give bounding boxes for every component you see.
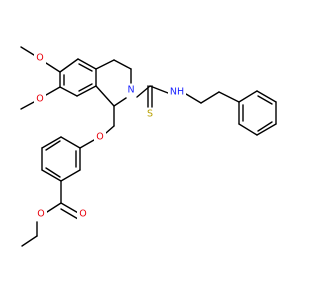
bond-c4-c3 [113,59,132,70]
bond-a5-c4 [95,59,115,70]
molecule-structure: O O N S NH O O O [0,0,300,300]
atom-labels: O O N S NH O O O [34,52,186,220]
nitrogen-ring: N [125,84,137,96]
bond-a5-a6-inner [78,63,93,72]
bond-b-inner-2 [45,167,61,178]
bond-a3-a4 [76,85,97,97]
bond-b-inner-3 [45,140,61,151]
bond-ch2-oether [105,125,115,134]
bond-cthio-nh [149,85,169,94]
bond-ph5-ph6 [256,90,277,103]
bond-n-c1 [113,97,127,107]
bond-oether-b1 [79,139,95,149]
oxygen-ether: O [94,131,106,143]
oxygen-label: O [79,209,86,220]
bond-ccarbonyl-osingle [46,202,62,213]
bond-ch2-ph [218,91,240,103]
sulfur-thio: S [144,108,156,120]
bond-b3-b4 [41,169,62,182]
sulfur-label: S [147,109,153,120]
oxygen-ester-carbonyl: O [77,208,89,220]
bond-nh-ch2 [185,93,202,104]
oxygen-label: O [37,209,44,220]
bond-ph-inner-2 [257,121,273,132]
amine-nh: NH [168,86,186,98]
bond-ccarbonyl-o-b [60,208,79,220]
bond-ph-inner-3 [257,95,273,105]
bond-o1-ring [45,62,61,73]
bond-b6-b1 [60,136,81,149]
bond-b2-b3 [60,169,81,182]
bond-b5-b6 [41,136,62,149]
amine-label: NH [170,87,184,98]
oxygen-label: O [96,132,103,143]
bond-a3-a4-inner [78,83,93,92]
bond-a2-a3 [59,86,78,97]
oxygen-label: O [36,94,43,105]
oxygen-ester-single: O [35,208,47,220]
bond-c1-a4 [95,85,115,107]
bond-o2-ring [45,86,61,96]
bond-methyl-o1 [20,46,35,56]
bond-ph2-ph3 [238,123,258,136]
bond-methyl-o2 [20,101,35,110]
bonds [20,46,277,247]
background [0,0,300,300]
bond-ph6-ph1 [238,90,258,103]
bond-a6-a1 [59,58,79,73]
bond-ch2-ch2 [200,91,220,104]
bond-a5-a6 [77,58,97,70]
bond-ph3-ph4 [256,123,277,136]
bond-ch2-ch3 [21,235,38,247]
oxygen-methoxy-top: O [34,52,46,64]
bond-ccarbonyl-o-a [60,202,81,215]
oxygen-methoxy-bottom: O [34,93,46,105]
oxygen-label: O [36,53,43,64]
nitrogen-label: N [127,85,134,96]
